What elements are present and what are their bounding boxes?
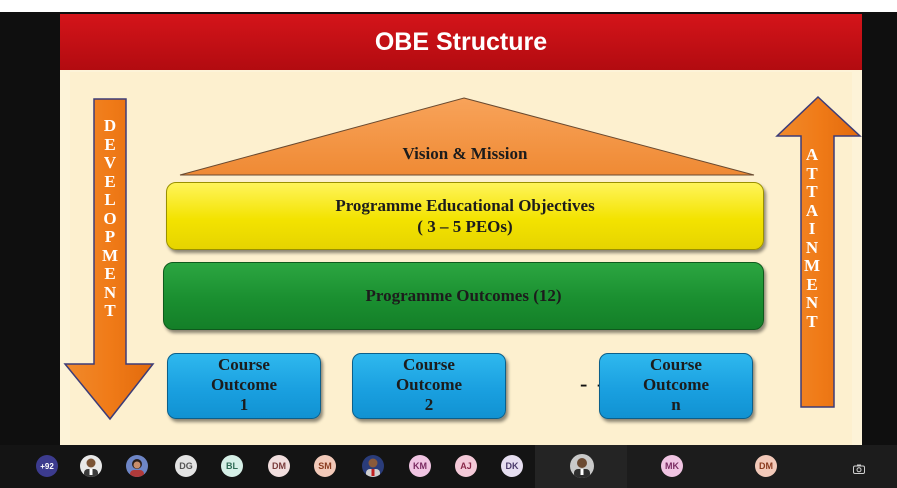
course-outcome-box-n: Course Outcome n <box>599 353 753 419</box>
participant-avatar[interactable]: KM <box>409 455 431 477</box>
participant-avatar[interactable]: DM <box>755 455 777 477</box>
window-top-strip <box>0 0 897 12</box>
camera-switch-icon[interactable] <box>853 461 865 474</box>
po-label: Programme Outcomes (12) <box>365 286 562 305</box>
participant-avatar[interactable]: DK <box>501 455 523 477</box>
participant-avatar[interactable]: DG <box>175 455 197 477</box>
participant-avatar-photo[interactable] <box>362 455 384 477</box>
active-speaker-avatar[interactable] <box>570 454 594 478</box>
participant-avatar-photo[interactable] <box>80 455 102 477</box>
vision-mission-label: Vision & Mission <box>402 144 528 163</box>
participant-avatar[interactable]: DM <box>268 455 290 477</box>
participant-avatar-photo[interactable] <box>126 455 148 477</box>
participant-avatar[interactable]: BL <box>221 455 243 477</box>
peo-count: ( 3 – 5 PEOs) <box>417 217 513 236</box>
peo-title: Programme Educational Objectives <box>335 196 595 215</box>
participant-avatar[interactable]: AJ <box>455 455 477 477</box>
attainment-arrow <box>775 95 862 408</box>
participant-bar: +92 DG BL DM SM KM AJ DK MK DM <box>0 445 897 488</box>
participant-avatar[interactable]: SM <box>314 455 336 477</box>
po-box: Programme Outcomes (12) <box>163 262 764 330</box>
course-outcome-box-1: Course Outcome 1 <box>167 353 321 419</box>
peo-box: Programme Educational Objectives ( 3 – 5… <box>166 182 764 250</box>
development-arrow <box>63 98 155 421</box>
course-outcome-box-2: Course Outcome 2 <box>352 353 506 419</box>
slide-title: OBE Structure <box>60 14 862 70</box>
participant-avatar[interactable]: MK <box>661 455 683 477</box>
vision-mission-roof <box>179 97 755 176</box>
more-participants-badge[interactable]: +92 <box>36 455 58 477</box>
